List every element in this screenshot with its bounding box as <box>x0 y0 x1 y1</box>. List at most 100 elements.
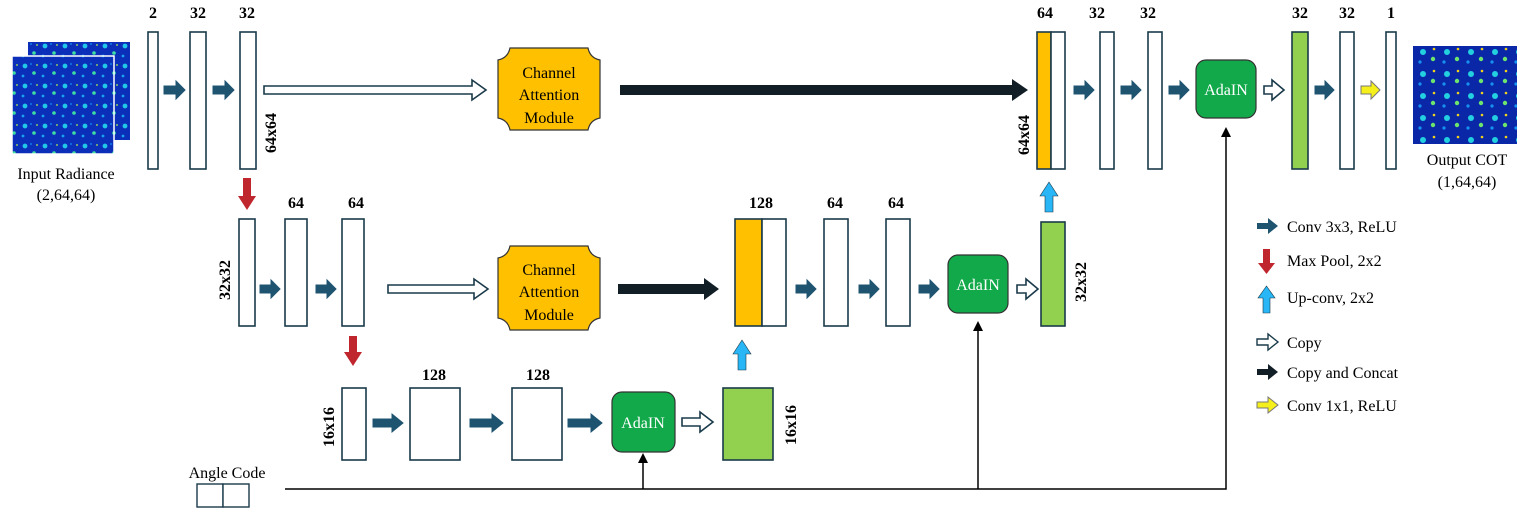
output-label: Output COT <box>1427 152 1508 169</box>
copy-arrow-icon <box>387 277 490 301</box>
channel-label-dec1-concat: 64 <box>1037 5 1053 22</box>
svg-text:AdaIN: AdaIN <box>956 277 1000 294</box>
conv-arrow-icon <box>1257 218 1278 234</box>
feature-map-enc2-a <box>284 218 308 327</box>
adain-module-level1: AdaIN <box>1195 59 1257 119</box>
channel-label-enc3-b: 128 <box>526 367 550 384</box>
channel-label-enc1-a: 32 <box>190 5 206 22</box>
feature-map-enc1-b <box>239 31 257 170</box>
angle-code-connector <box>285 127 1231 490</box>
adain-output-map-level1 <box>1291 31 1309 170</box>
maxpool-arrow-icon <box>344 336 362 366</box>
channel-label-enc1-b: 32 <box>239 5 255 22</box>
concat-feature-map-level1 <box>1036 31 1066 170</box>
feature-map-enc2-in <box>238 218 256 327</box>
copy-concat-arrow-icon <box>620 79 1028 101</box>
copy-arrow-icon <box>1016 277 1040 301</box>
copy-arrow-icon <box>681 410 715 434</box>
size-label-level1-right: 64x64 <box>1016 115 1033 155</box>
adain-output-map-level2 <box>1040 221 1066 327</box>
input-label: Input Radiance <box>17 166 114 183</box>
feature-map-enc1-a <box>189 31 207 170</box>
conv-arrow-icon <box>918 278 940 300</box>
svg-text:AdaIN: AdaIN <box>1204 82 1248 99</box>
channel-label-out-c: 1 <box>1387 5 1395 22</box>
svg-text:Channel: Channel <box>522 262 576 279</box>
adain-module-level2: AdaIN <box>947 254 1009 314</box>
feature-map-out-c <box>1385 31 1397 170</box>
conv-arrow-icon <box>795 278 817 300</box>
input-radiance-image <box>11 42 130 155</box>
conv-arrow-icon <box>212 79 235 101</box>
channel-label-out-b: 32 <box>1339 5 1355 22</box>
legend-label-upconv: Up-conv, 2x2 <box>1287 290 1374 307</box>
conv-arrow-icon <box>567 412 603 434</box>
output-shape: (1,64,64) <box>1438 174 1497 191</box>
conv-arrow-icon <box>469 412 504 434</box>
conv-arrow-icon <box>315 278 337 300</box>
maxpool-arrow-icon <box>238 178 256 210</box>
legend: Conv 3x3, ReLU Max Pool, 2x2 Up-conv, 2x… <box>1256 218 1399 415</box>
channel-label-enc2-a: 64 <box>288 195 304 212</box>
copy-arrow-icon <box>263 78 488 102</box>
concat-feature-map-level2 <box>734 218 787 327</box>
feature-map-dec2-a <box>823 218 849 327</box>
legend-label-conv1x1: Conv 1x1, ReLU <box>1287 398 1397 415</box>
channel-label-dec2-concat: 128 <box>749 195 773 212</box>
feature-map-out-b <box>1339 31 1355 170</box>
output-cot-image <box>1413 46 1517 144</box>
feature-map-enc3-a <box>409 387 461 461</box>
copy-concat-arrow-icon <box>618 278 719 300</box>
feature-map-dec1-b <box>1147 31 1163 170</box>
conv1x1-arrow-icon <box>1256 395 1279 415</box>
channel-label-dec1-a: 32 <box>1089 5 1105 22</box>
adain-module-level3: AdaIN <box>611 391 676 453</box>
conv-arrow-icon <box>259 278 281 300</box>
feature-map-dec2-b <box>885 218 911 327</box>
input-shape: (2,64,64) <box>37 187 96 204</box>
channel-attention-module-level2: Channel Attention Module <box>497 245 601 331</box>
feature-map-enc3-b <box>511 387 563 461</box>
channel-label-enc3-a: 128 <box>422 367 446 384</box>
channel-label-enc2-b: 64 <box>348 195 364 212</box>
svg-text:Module: Module <box>524 307 574 324</box>
feature-map-enc2-b <box>341 218 365 327</box>
conv-arrow-icon <box>163 79 186 101</box>
channel-label-enc1-in: 2 <box>149 5 157 22</box>
svg-text:Attention: Attention <box>519 87 579 104</box>
legend-label-conv: Conv 3x3, ReLU <box>1287 219 1397 236</box>
conv1x1-arrow-icon <box>1360 79 1381 101</box>
legend-label-copy-concat: Copy and Concat <box>1287 365 1399 382</box>
conv-arrow-icon <box>1314 79 1335 101</box>
svg-text:Module: Module <box>524 110 574 127</box>
channel-label-dec2-a: 64 <box>827 195 843 212</box>
size-label-level3-left: 16x16 <box>321 407 338 447</box>
upconv-arrow-icon <box>1257 285 1276 314</box>
svg-text:Channel: Channel <box>522 65 576 82</box>
legend-label-maxpool: Max Pool, 2x2 <box>1287 253 1382 270</box>
channel-attention-module-level1: Channel Attention Module <box>497 47 601 131</box>
channel-label-dec1-b: 32 <box>1140 5 1156 22</box>
conv-arrow-icon <box>1168 79 1190 101</box>
svg-text:AdaIN: AdaIN <box>621 415 665 432</box>
upconv-arrow-icon <box>1039 181 1059 213</box>
size-label-level2-right: 32x32 <box>1073 262 1090 302</box>
size-label-level1-left: 64x64 <box>263 113 280 153</box>
angle-code-vector <box>196 483 250 508</box>
conv-arrow-icon <box>372 412 404 434</box>
conv-arrow-icon <box>1120 79 1142 101</box>
conv-arrow-icon <box>1073 79 1095 101</box>
size-label-level3-right: 16x16 <box>783 405 800 445</box>
copy-arrow-icon <box>1263 78 1286 102</box>
legend-label-copy: Copy <box>1287 335 1322 352</box>
channel-label-out-a: 32 <box>1292 5 1308 22</box>
angle-code-label: Angle Code <box>189 465 266 482</box>
svg-text:Attention: Attention <box>519 284 579 301</box>
copy-arrow-icon <box>1256 332 1280 352</box>
channel-label-dec2-b: 64 <box>888 195 904 212</box>
conv-arrow-icon <box>858 278 880 300</box>
feature-map-enc1-in <box>147 31 159 170</box>
copy-concat-arrow-icon <box>1257 364 1278 380</box>
upconv-arrow-icon <box>732 339 752 371</box>
